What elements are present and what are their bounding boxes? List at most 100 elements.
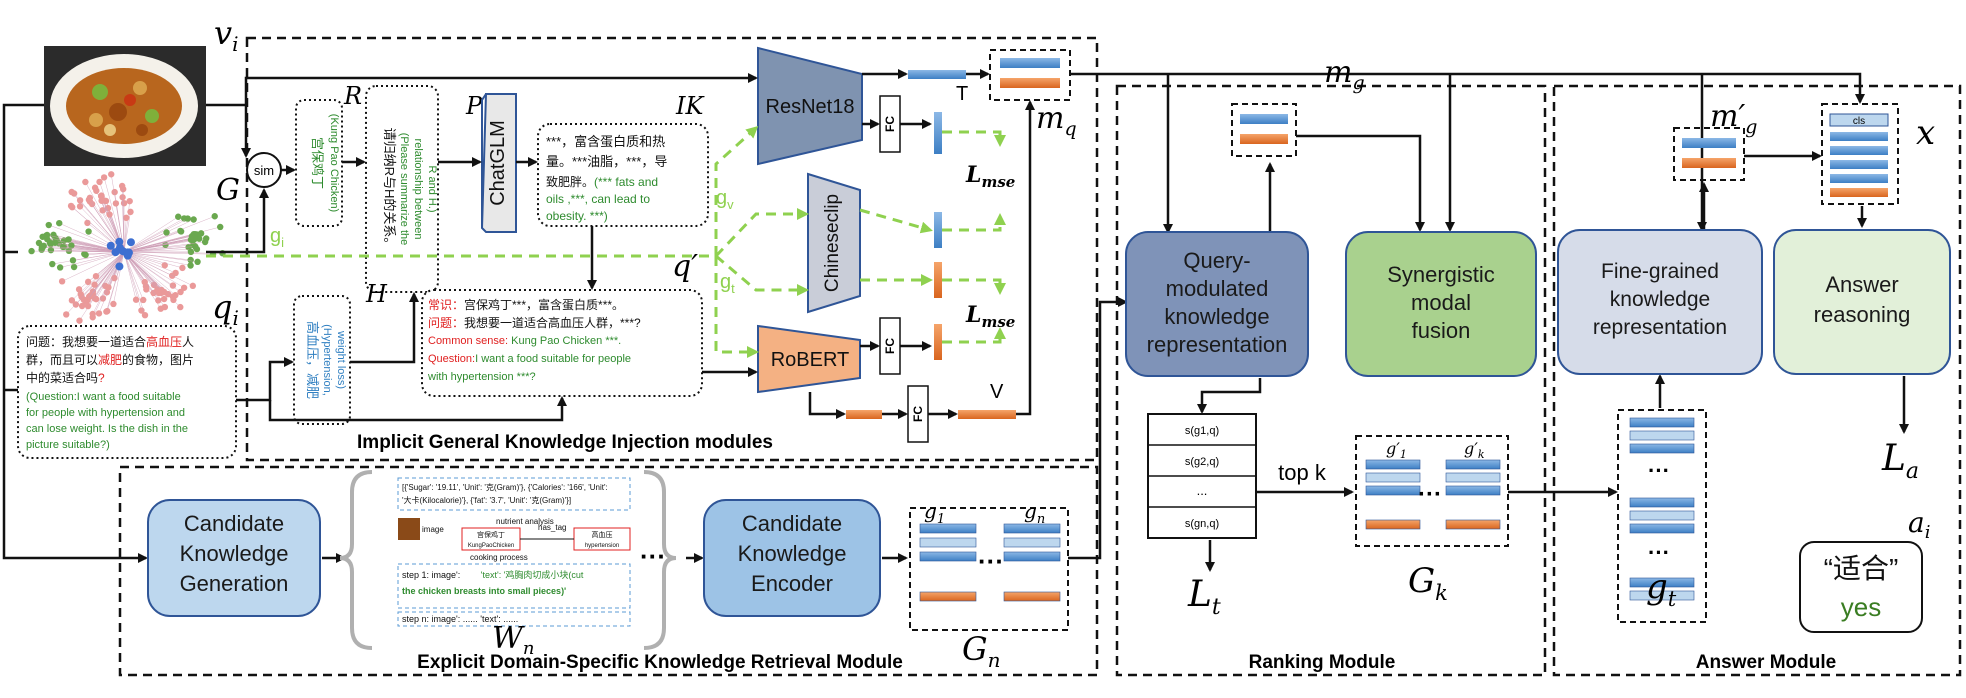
chatglm-block: ChatGLM xyxy=(482,94,516,232)
fc-box-2: FC xyxy=(880,318,900,374)
symbol-g1-prime: g′1 xyxy=(1386,439,1407,461)
symbol-gk-prime: g′k xyxy=(1464,439,1485,461)
image-feature-bar xyxy=(934,112,942,154)
svg-text:请归纳R与H的关系。: 请归纳R与H的关系。 xyxy=(382,128,397,251)
svg-text:高血压，减肥: 高血压，减肥 xyxy=(305,321,320,399)
ellipsis-gk: ··· xyxy=(1418,481,1442,508)
svg-text:knowledge: knowledge xyxy=(1164,304,1269,329)
svg-text:***，富含蛋白质和热: ***，富含蛋白质和热 xyxy=(546,134,665,149)
ellipsis-gn: ··· xyxy=(978,546,1004,576)
svg-text:Question:I want a food suitabl: Question:I want a food suitable for peop… xyxy=(428,353,631,365)
m-q-box xyxy=(990,50,1070,100)
m-g-prime-box xyxy=(1674,128,1744,180)
svg-text:'大卡(Kilocalorie)'}, {'fat': '3: '大卡(Kilocalorie)'}, {'fat': '3.7', 'Unit… xyxy=(402,495,571,505)
fc-box-3: FC xyxy=(908,386,928,442)
ranking-module-border xyxy=(1117,86,1545,675)
h-box: 高血压，减肥 (Hypertension, weight loss) xyxy=(294,296,350,424)
svg-text:问题：我想要一道适合高血压人: 问题：我想要一道适合高血压人 xyxy=(26,334,194,349)
symbol-m-g-prime: m′g xyxy=(1710,99,1757,138)
symbol-G-n: Gn xyxy=(962,630,1000,672)
svg-text:Query-: Query- xyxy=(1183,248,1250,273)
svg-text:reasoning: reasoning xyxy=(1814,302,1911,327)
symbol-g1: g1 xyxy=(924,499,945,527)
symbol-R: R xyxy=(343,82,362,110)
svg-text:致肥胖。(*** fats and: 致肥胖。(*** fats and xyxy=(546,175,658,189)
svg-text:中的菜适合吗?: 中的菜适合吗? xyxy=(26,370,105,385)
svg-text:the chicken breasts into small: the chicken breasts into small pieces)' xyxy=(402,586,566,596)
svg-text:群，而且可以减肥的食物，图片: 群，而且可以减肥的食物，图片 xyxy=(26,352,194,367)
svg-text:FC: FC xyxy=(883,116,897,132)
svg-text:···: ··· xyxy=(1648,458,1670,483)
symbol-P: P xyxy=(465,92,483,120)
small-text-bar xyxy=(846,410,882,419)
svg-text:问题：我想要一道适合高血压人群，***?: 问题：我想要一道适合高血压人群，***? xyxy=(428,315,641,330)
symbol-gn: gn xyxy=(1024,499,1045,527)
svg-text:oils ,***, can lead to: oils ,***, can lead to xyxy=(546,192,650,206)
svg-text:(Question:I want a food suitab: (Question:I want a food suitable xyxy=(26,391,181,403)
symbol-g-t-bottom: gt xyxy=(1646,567,1677,611)
svg-text:relationship between: relationship between xyxy=(412,139,424,240)
symbol-q-i: qi xyxy=(212,288,239,330)
svg-text:KungPaoChicken: KungPaoChicken xyxy=(468,543,514,549)
svg-text:step 1: image': 'text': '鸡胸肉切成: step 1: image': 'text': '鸡胸肉切成小块(cut xyxy=(402,569,584,580)
svg-text:FC: FC xyxy=(911,406,925,422)
clip-image-bar xyxy=(934,212,942,248)
chineseclip-block: Chineseclip xyxy=(808,174,860,312)
svg-text:modal: modal xyxy=(1411,290,1471,315)
fine-grained-knowledge-box: Fine-grained knowledge representation xyxy=(1558,230,1762,374)
svg-text:[{'Sugar': '19.11', 'Unit': '克: [{'Sugar': '19.11', 'Unit': '克(Gram)'}, … xyxy=(402,483,608,492)
symbol-m-g: mg xyxy=(1324,55,1365,94)
svg-text:常识：宫保鸡丁***，富含蛋白质***。: 常识：宫保鸡丁***，富含蛋白质***。 xyxy=(428,297,624,312)
ellipsis-wn: ··· xyxy=(640,541,666,571)
svg-text:FC: FC xyxy=(883,338,897,354)
svg-text:modulated: modulated xyxy=(1166,276,1269,301)
q-prime-box: 常识：宫保鸡丁***，富含蛋白质***。 问题：我想要一道适合高血压人群，***… xyxy=(422,290,702,396)
svg-text:has_tag: has_tag xyxy=(538,523,566,532)
svg-text:(Please summarize the: (Please summarize the xyxy=(398,133,410,246)
svg-text:obesity. ***): obesity. ***) xyxy=(546,209,608,223)
ranking-module-title: Ranking Module xyxy=(1249,652,1396,673)
sim-label: sim xyxy=(254,163,274,178)
svg-text:Synergistic: Synergistic xyxy=(1387,262,1495,287)
wn-knowledge-examples: [{'Sugar': '19.11', 'Unit': '克(Gram)'}, … xyxy=(398,478,630,626)
symbol-H: H xyxy=(365,280,388,308)
query-modulated-knowledge-box: Query- modulated knowledge representatio… xyxy=(1126,232,1308,376)
candidate-knowledge-encoder-box: Candidate Knowledge Encoder xyxy=(704,500,880,616)
svg-text:(Hypertension,: (Hypertension, xyxy=(321,324,333,396)
svg-text:fusion: fusion xyxy=(1412,318,1471,343)
symbol-m-q: mq xyxy=(1036,101,1077,140)
svg-text:weight loss): weight loss) xyxy=(335,330,347,389)
candidate-knowledge-generation-box: Candidate Knowledge Generation xyxy=(148,500,320,616)
svg-text:Encoder: Encoder xyxy=(751,571,833,596)
symbol-G: G xyxy=(216,173,240,208)
question-box: 问题：我想要一道适合高血压人 群，而且可以减肥的食物，图片 中的菜适合吗? (Q… xyxy=(18,326,236,458)
svg-text:cls: cls xyxy=(1853,116,1865,127)
svg-text:can lose weight. Is the dish i: can lose weight. Is the dish in the xyxy=(26,423,188,435)
svg-text:representation: representation xyxy=(1147,332,1288,357)
svg-text:量。***油脂，***，导: 量。***油脂，***，导 xyxy=(546,154,667,169)
svg-text:representation: representation xyxy=(1593,316,1727,339)
svg-text:Chineseclip: Chineseclip xyxy=(822,194,843,292)
score-table: s(g1,q) s(g2,q) ... s(gn,q) xyxy=(1148,414,1256,538)
symbol-L-t: Lt xyxy=(1187,574,1221,620)
svg-text:with hypertension ***?: with hypertension ***? xyxy=(427,371,536,383)
t-bar xyxy=(908,70,966,79)
svg-text:image: image xyxy=(422,525,444,534)
clip-text-bar xyxy=(934,262,942,298)
top-k-label: top k xyxy=(1278,460,1327,485)
v-bar xyxy=(958,410,1016,419)
symbol-g-t: gt xyxy=(720,271,735,296)
food-photo-icon xyxy=(44,46,206,166)
symbol-G-k: Gk xyxy=(1408,561,1448,605)
m-g-box xyxy=(1232,104,1296,156)
svg-text:Fine-grained: Fine-grained xyxy=(1601,260,1719,283)
symbol-l-mse-1: Lmse xyxy=(965,162,1015,191)
symbol-v-i: vi xyxy=(214,14,238,56)
svg-text:(Kung Pao Chicken): (Kung Pao Chicken) xyxy=(328,114,340,212)
explicit-module-title: Explicit Domain-Specific Knowledge Retri… xyxy=(417,652,903,673)
svg-text:hypertension: hypertension xyxy=(585,543,619,549)
synergistic-modal-fusion-box: Synergistic modal fusion xyxy=(1346,232,1536,376)
svg-text:Candidate: Candidate xyxy=(184,511,284,536)
